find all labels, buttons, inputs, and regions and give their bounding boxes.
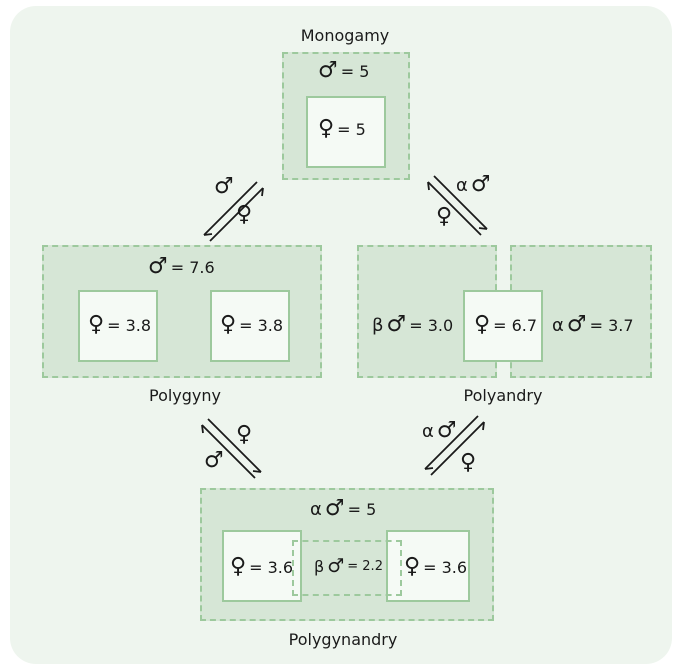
polygyny-male-value: ♂ = 7.6: [148, 256, 215, 278]
polygynandry-beta-territory: [292, 540, 402, 596]
arrow-label-female: ♀: [236, 424, 252, 446]
polygynandry-alpha-male-value: α ♂ = 5: [310, 498, 376, 520]
monogamy-title: Monogamy: [300, 26, 390, 45]
polyandry-alpha-male-value: α ♂ = 3.7: [552, 314, 634, 336]
monogamy-female-box: [306, 96, 386, 168]
polygynandry-female-box-1: [222, 530, 302, 602]
female-symbol: ♀: [220, 312, 237, 337]
male-symbol: ♂: [436, 418, 457, 443]
female-symbol: ♀: [474, 312, 491, 337]
male-symbol: ♂: [566, 312, 587, 337]
arrow-label-female: ♀: [460, 452, 476, 474]
beta-symbol: β: [372, 314, 384, 336]
polygynandry-title: Polygynandry: [288, 630, 398, 649]
arrow-label-alpha-male: α ♂: [456, 174, 491, 196]
arrow-label-alpha-male: α ♂: [422, 420, 457, 442]
alpha-symbol: α: [310, 498, 322, 520]
polygyny-female-box-2: [210, 290, 290, 362]
polygynandry-female1-value: ♀ = 3.6: [230, 556, 293, 578]
value-text: = 3.8: [239, 315, 284, 335]
value-text: = 3.0: [409, 315, 454, 335]
polygyny-title: Polygyny: [148, 386, 221, 405]
value-text: = 2.2: [347, 559, 383, 574]
female-symbol: ♀: [236, 202, 253, 227]
polyandry-beta-male-value: β ♂ = 3.0: [372, 314, 453, 336]
beta-symbol: β: [314, 557, 325, 576]
male-symbol: ♂: [386, 312, 407, 337]
polyandry-title: Polyandry: [463, 386, 543, 405]
value-text: = 5: [340, 61, 370, 81]
arrow-label-female: ♀: [236, 204, 252, 226]
polyandry-female-box: [463, 290, 543, 362]
arrow-label-female: ♀: [436, 206, 452, 228]
value-text: = 7.6: [170, 257, 215, 277]
arrow-label-male: ♂: [214, 176, 234, 198]
female-symbol: ♀: [460, 450, 477, 475]
value-text: = 5: [337, 119, 366, 139]
female-symbol: ♀: [230, 554, 247, 579]
alpha-symbol: α: [422, 420, 434, 442]
value-text: = 3.7: [589, 315, 634, 335]
male-symbol: ♂: [204, 448, 224, 473]
polygynandry-beta-male-value: β ♂ = 2.2: [314, 555, 383, 577]
value-text: = 3.8: [107, 315, 152, 335]
female-symbol: ♀: [318, 116, 335, 141]
alpha-symbol: α: [552, 314, 564, 336]
polygynandry-female2-value: ♀ = 3.6: [404, 556, 467, 578]
value-text: = 6.7: [493, 315, 538, 335]
male-symbol: ♂: [470, 172, 491, 197]
female-symbol: ♀: [436, 204, 453, 229]
male-symbol: ♂: [214, 174, 234, 199]
value-text: = 5: [347, 499, 377, 519]
polygyny-female2-value: ♀ = 3.8: [220, 314, 283, 336]
female-symbol: ♀: [88, 312, 105, 337]
monogamy-female-value: ♀ = 5: [318, 118, 366, 140]
arrow-label-male: ♂: [204, 450, 224, 472]
male-symbol: ♂: [327, 555, 345, 577]
polygyny-female1-value: ♀ = 3.8: [88, 314, 151, 336]
polygyny-female-box-1: [78, 290, 158, 362]
male-symbol: ♂: [148, 254, 168, 279]
monogamy-male-value: ♂ = 5: [318, 60, 369, 82]
male-symbol: ♂: [318, 58, 338, 83]
polyandry-female-value: ♀ = 6.7: [474, 314, 537, 336]
value-text: = 3.6: [249, 557, 294, 577]
alpha-symbol: α: [456, 174, 468, 196]
female-symbol: ♀: [404, 554, 421, 579]
female-symbol: ♀: [236, 422, 253, 447]
value-text: = 3.6: [423, 557, 468, 577]
male-symbol: ♂: [324, 496, 345, 521]
